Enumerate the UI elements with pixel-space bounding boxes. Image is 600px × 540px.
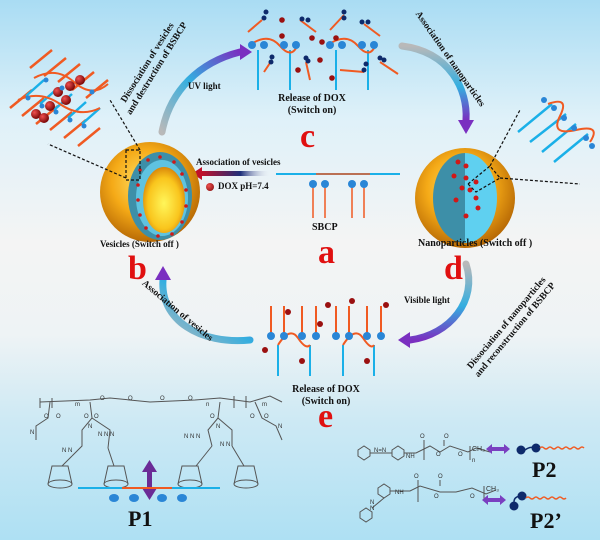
uv-light-label: UV light xyxy=(188,81,221,91)
p2-label: P2 xyxy=(532,457,557,482)
p2-prime-chemical-structure xyxy=(359,480,497,523)
label-b: Vesicles (Switch off ) xyxy=(100,239,179,249)
arrowhead-icon xyxy=(458,120,474,134)
p2-prime-label: P2’ xyxy=(530,508,562,533)
p2-double-arrow xyxy=(486,444,510,454)
letter-d: d xyxy=(444,250,463,287)
svg-text:O: O xyxy=(210,414,215,420)
letter-c: c xyxy=(300,118,316,155)
release-structure-c xyxy=(247,9,399,90)
label-d: Nanoparticles (Switch off ) xyxy=(418,238,533,249)
vesicle-membrane-inset xyxy=(9,49,109,147)
svg-text:N=N: N=N xyxy=(374,448,386,454)
p2-prime-ch3: CH₃ xyxy=(486,486,499,493)
svg-text:O: O xyxy=(160,396,165,402)
svg-text:O: O xyxy=(414,474,419,480)
svg-text:O: O xyxy=(94,414,99,420)
p2-chemical-structure xyxy=(357,440,491,461)
dox-dots xyxy=(451,159,481,219)
arrow-e-to-b xyxy=(155,266,254,345)
p2-cartoon xyxy=(516,443,585,455)
svg-text:O: O xyxy=(128,396,133,402)
arrowhead-icon xyxy=(155,266,171,280)
p2-prime-double-arrow xyxy=(482,495,506,505)
svg-text:O: O xyxy=(444,434,449,440)
svg-text:O: O xyxy=(100,396,105,402)
svg-text:NH: NH xyxy=(395,490,404,496)
label-c-line2: (Switch on) xyxy=(287,104,337,116)
svg-text:O: O xyxy=(434,494,439,500)
p1-chemical-structure xyxy=(35,395,283,489)
svg-text:N: N xyxy=(88,424,92,430)
arrowhead-icon xyxy=(398,332,410,348)
svg-text:N N: N N xyxy=(62,448,72,454)
letter-e: e xyxy=(318,398,334,435)
svg-text:O: O xyxy=(84,414,89,420)
svg-text:O: O xyxy=(470,494,475,500)
label-e: Release of DOX (Switch on) xyxy=(256,384,396,407)
svg-text:N: N xyxy=(30,430,34,436)
label-c-line1: Release of DOX xyxy=(278,93,346,104)
p1-cartoon xyxy=(78,487,220,502)
svg-text:m: m xyxy=(262,402,267,408)
visible-light-label: Visible light xyxy=(404,295,450,305)
svg-text:N N N: N N N xyxy=(184,434,200,440)
dox-dots xyxy=(136,155,188,238)
letter-a: a xyxy=(318,234,335,271)
arrow-d-to-e xyxy=(398,260,473,348)
association-vesicles-label: Association of vesicles xyxy=(196,157,281,167)
svg-text:N N: N N xyxy=(220,442,230,448)
dox-icon xyxy=(206,183,214,191)
label-e-line1: Release of DOX xyxy=(292,384,360,395)
release-structure-e xyxy=(262,298,389,376)
arrowhead-icon xyxy=(240,44,252,60)
svg-text:NH: NH xyxy=(406,454,415,460)
svg-text:O: O xyxy=(458,452,463,458)
nanoparticle-sphere xyxy=(415,109,581,248)
dox-ph-label: DOX pH=7.4 xyxy=(218,181,269,191)
arrow-c-to-d xyxy=(398,42,474,134)
svg-text:O: O xyxy=(44,414,49,420)
p1-label: P1 xyxy=(128,506,153,531)
svg-text:O: O xyxy=(436,452,441,458)
svg-text:N N N: N N N xyxy=(98,432,114,438)
svg-text:O: O xyxy=(438,474,443,480)
svg-text:O: O xyxy=(250,414,255,420)
svg-text:n: n xyxy=(472,458,475,464)
vesicle-sphere xyxy=(47,99,200,242)
p1-double-arrow xyxy=(142,460,157,500)
svg-text:N: N xyxy=(216,424,220,430)
nanoparticle-inset xyxy=(517,97,595,163)
svg-text:O: O xyxy=(188,396,193,402)
svg-text:O: O xyxy=(420,434,425,440)
svg-text:O: O xyxy=(264,414,269,420)
label-e-line2: (Switch on) xyxy=(301,395,351,407)
svg-text:N: N xyxy=(370,506,374,512)
svg-text:O: O xyxy=(56,414,61,420)
letter-b: b xyxy=(128,250,147,287)
sbcp-structure xyxy=(276,173,400,218)
svg-text:N: N xyxy=(370,500,374,506)
label-c: Release of DOX (Switch on) xyxy=(242,93,382,116)
arrow-b-to-c xyxy=(158,44,252,136)
p2-ch3: CH₃ xyxy=(472,446,485,453)
arrow-a-to-b xyxy=(192,167,272,180)
svg-text:n: n xyxy=(206,402,209,408)
svg-text:N: N xyxy=(278,424,282,430)
svg-text:m: m xyxy=(75,402,80,408)
label-a: SBCP xyxy=(312,222,338,233)
p2-prime-cartoon xyxy=(509,491,567,511)
